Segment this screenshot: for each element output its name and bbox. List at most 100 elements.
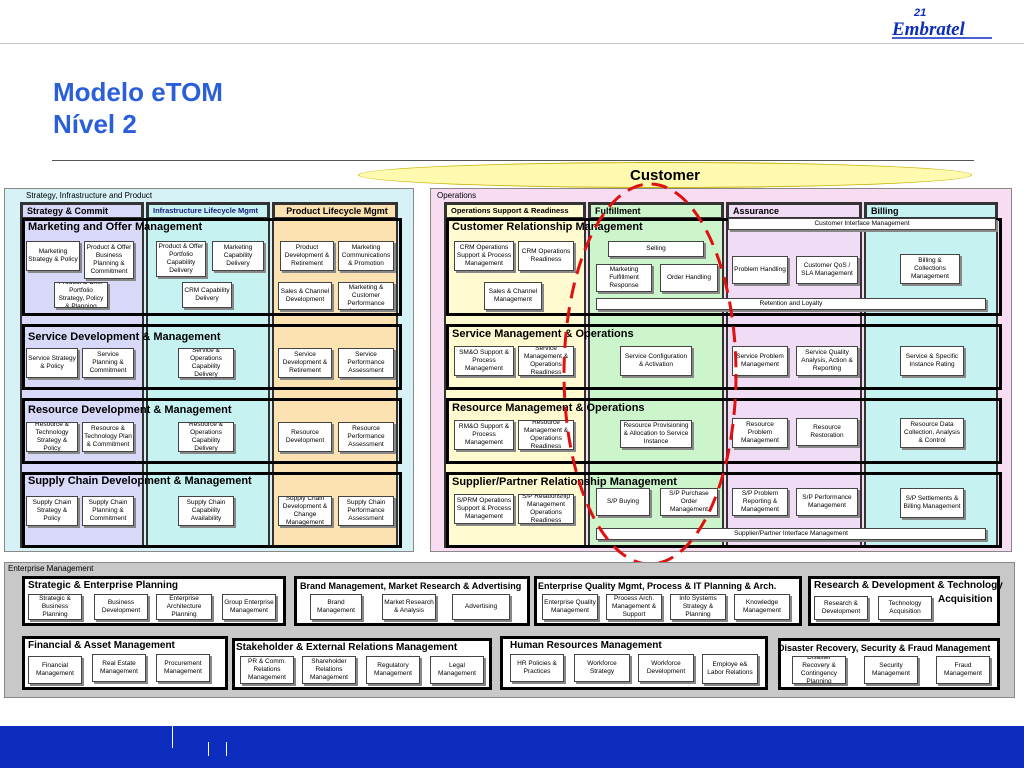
process-box: Resource Restoration bbox=[796, 418, 858, 446]
process-box: Supply Chain Development & Change Manage… bbox=[278, 496, 332, 526]
footer-divider bbox=[226, 742, 227, 756]
process-box: Service Problem Management bbox=[732, 346, 788, 376]
process-box: HR Policies & Practices bbox=[510, 654, 564, 682]
product-column-header: Product Lifecycle Mgmt bbox=[274, 204, 396, 218]
process-box: Product & Offer Portfolio Capability Del… bbox=[156, 241, 206, 277]
process-box: Marketing Fulfillment Response bbox=[596, 264, 652, 292]
customer-interface-bar: Customer Interface Management bbox=[728, 218, 996, 230]
process-box: Resource & Operations Capability Deliver… bbox=[178, 422, 234, 452]
process-box: Resource Data Collection, Analysis & Con… bbox=[900, 418, 964, 448]
process-box: CRM Capability Delivery bbox=[182, 282, 232, 308]
fulfillment-column-header: Fulfillment bbox=[590, 204, 722, 218]
supply-chain-title: Supply Chain Development & Management bbox=[28, 475, 252, 487]
process-box: Supply Chain Performance Assessment bbox=[338, 496, 394, 526]
embratel-logo: 21 Embratel bbox=[888, 4, 998, 40]
process-box: Workforce Strategy bbox=[574, 654, 630, 682]
infra-column-header: Infrastructure Lifecycle Mgmt bbox=[148, 204, 268, 218]
process-box: Shareholder Relations Management bbox=[302, 656, 356, 684]
process-box: Strategic & Business Planning bbox=[28, 594, 82, 620]
resource-dev-title: Resource Development & Management bbox=[28, 404, 232, 416]
process-box: Enterprise Quality Management bbox=[542, 594, 598, 620]
rmo-row bbox=[446, 398, 1002, 464]
ops-area-label: Operations bbox=[437, 191, 477, 200]
process-box: Security Management bbox=[864, 656, 918, 684]
process-box: Billing & Collections Management bbox=[900, 254, 960, 284]
process-box: Supply Chain Planning & Commitment bbox=[82, 496, 134, 526]
process-box: Product, Marketing & Customer Performanc… bbox=[338, 282, 394, 310]
process-box: Advertising bbox=[452, 594, 510, 620]
process-box: Service Quality Analysis, Action & Repor… bbox=[796, 346, 858, 376]
title-divider bbox=[52, 160, 974, 161]
process-box: Service Configuration & Activation bbox=[620, 346, 692, 376]
page-title: Modelo eTOM Nível 2 bbox=[53, 76, 223, 140]
em-group-title: Human Resources Management bbox=[510, 640, 662, 651]
process-box: Supply Chain Capability Availability bbox=[178, 496, 234, 526]
process-box: Real Estate Management bbox=[92, 654, 146, 682]
process-box: SM&O Support & Process Management bbox=[454, 346, 514, 376]
process-box: Market Research & Analysis bbox=[382, 594, 436, 620]
em-group-title: Stakeholder & External Relations Managem… bbox=[236, 642, 458, 653]
process-box: Service & Operations Capability Delivery bbox=[178, 348, 234, 378]
process-box: Workforce Development bbox=[638, 654, 694, 682]
crm-title: Customer Relationship Management bbox=[452, 221, 643, 233]
logo-wordmark: Embratel bbox=[891, 19, 966, 40]
process-box: Selling bbox=[608, 241, 704, 257]
em-group-title: Strategic & Enterprise Planning bbox=[28, 580, 179, 591]
billing-column-header: Billing bbox=[866, 204, 996, 218]
process-box: Resource Performance Assessment bbox=[338, 422, 394, 452]
process-box: Business Development bbox=[94, 594, 148, 620]
process-box: Sales & Channel Development bbox=[278, 282, 332, 310]
rmo-title: Resource Management & Operations bbox=[452, 402, 645, 414]
header-divider bbox=[0, 43, 1024, 44]
process-box: Supply Chain Strategy & Policy bbox=[26, 496, 78, 526]
process-box: Product Development & Retirement bbox=[280, 241, 334, 271]
strategy-column-header: Strategy & Commit bbox=[22, 204, 142, 218]
red-dashed-annotation bbox=[562, 182, 738, 566]
marketing-offer-row bbox=[22, 218, 402, 316]
process-box: Knowledge Management bbox=[734, 594, 790, 620]
process-box: Marketing Strategy & Policy bbox=[26, 241, 80, 271]
process-box: Product & Offer Portfolio Strategy, Poli… bbox=[54, 282, 108, 308]
process-box: Fraud Management bbox=[936, 656, 990, 684]
process-box: CRM Operations Readiness bbox=[518, 241, 574, 271]
service-dev-title: Service Development & Management bbox=[28, 331, 221, 343]
sprm-title: Supplier/Partner Relationship Management bbox=[452, 476, 677, 488]
enterprise-management-label: Enterprise Management bbox=[8, 564, 94, 573]
process-box: Regulatory Management bbox=[366, 656, 420, 684]
process-box: Resource Problem Management bbox=[732, 418, 788, 448]
process-box: Resource & Technology Strategy & Policy bbox=[26, 422, 78, 452]
process-box: Resource Management & Operations Readine… bbox=[518, 420, 574, 450]
footer-bar bbox=[0, 726, 1024, 768]
process-box: Resource Provisioning & Allocation to Se… bbox=[620, 420, 692, 448]
process-box: S/P Purchase Order Management bbox=[660, 488, 718, 516]
process-box: Research & Development bbox=[814, 596, 868, 620]
supplier-interface-bar: Supplier/Partner Interface Management bbox=[596, 528, 986, 540]
osr-column-header: Operations Support & Readiness bbox=[446, 204, 584, 218]
process-box: Legal Management bbox=[430, 656, 484, 684]
process-box: Service & Specific Instance Rating bbox=[900, 346, 964, 376]
process-box: S/P Problem Reporting & Management bbox=[732, 488, 788, 516]
process-box: Process Arch. Management & Support bbox=[606, 594, 662, 620]
process-box: Marketing Capability Delivery bbox=[212, 241, 264, 271]
process-box: Service Planning & Commitment bbox=[82, 348, 134, 378]
process-box: Disaster Recovery & Contingency Planning bbox=[792, 656, 846, 684]
em-group-title: Brand Management, Market Research & Adve… bbox=[300, 581, 522, 591]
process-box: Resource Development bbox=[278, 422, 332, 452]
process-box: Info Systems Strategy & Planning bbox=[670, 594, 726, 620]
resource-dev-row bbox=[22, 398, 402, 464]
process-box: Enterprise Architecture Planning bbox=[156, 594, 212, 620]
footer-divider bbox=[172, 726, 173, 748]
title-line-1: Modelo eTOM bbox=[53, 77, 223, 107]
process-box: PR & Comm. Relations Management bbox=[240, 656, 294, 684]
customer-ellipse: Customer bbox=[358, 162, 972, 188]
marketing-offer-title: Marketing and Offer Management bbox=[28, 221, 203, 233]
em-group-title: Enterprise Quality Mgmt, Process & IT Pl… bbox=[538, 581, 777, 591]
process-box: S/PRM Operations Support & Process Manag… bbox=[454, 494, 514, 524]
service-dev-row bbox=[22, 324, 402, 390]
process-box: Sales & Channel Management bbox=[484, 282, 542, 310]
footer-divider bbox=[208, 742, 209, 756]
smo-row bbox=[446, 324, 1002, 390]
process-box: S/P Relationship Management Operations R… bbox=[518, 494, 574, 524]
process-box: Order Handling bbox=[660, 264, 718, 292]
process-box: RM&O Support & Process Management bbox=[454, 420, 514, 450]
